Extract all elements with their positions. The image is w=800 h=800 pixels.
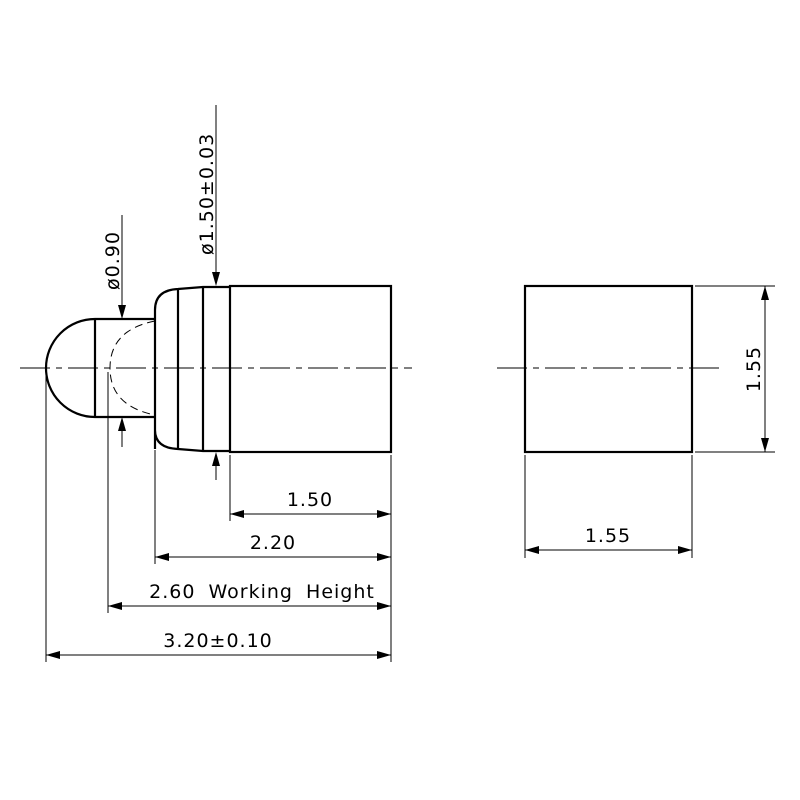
end-view-outline bbox=[523, 284, 694, 454]
tip-diameter-label: ø0.90 bbox=[102, 231, 124, 290]
body-diameter-label: ø1.50±0.03 bbox=[196, 133, 218, 255]
body-length-label: 1.50 bbox=[287, 489, 333, 511]
barrel-body bbox=[228, 284, 393, 454]
side-view bbox=[20, 284, 412, 454]
plunger-shaft bbox=[93, 317, 155, 419]
end-view bbox=[497, 284, 720, 454]
total-length-label: 3.20±0.10 bbox=[163, 630, 273, 652]
plunger-tip bbox=[44, 317, 96, 419]
end-height-label: 1.55 bbox=[743, 346, 765, 392]
working-height-label: 2.60 Working Height bbox=[149, 581, 375, 603]
dimension-arrows bbox=[46, 272, 769, 659]
flange bbox=[153, 285, 230, 453]
hidden-line bbox=[109, 320, 156, 416]
flange-length-label: 2.20 bbox=[250, 532, 296, 554]
end-width-label: 1.55 bbox=[585, 525, 631, 547]
